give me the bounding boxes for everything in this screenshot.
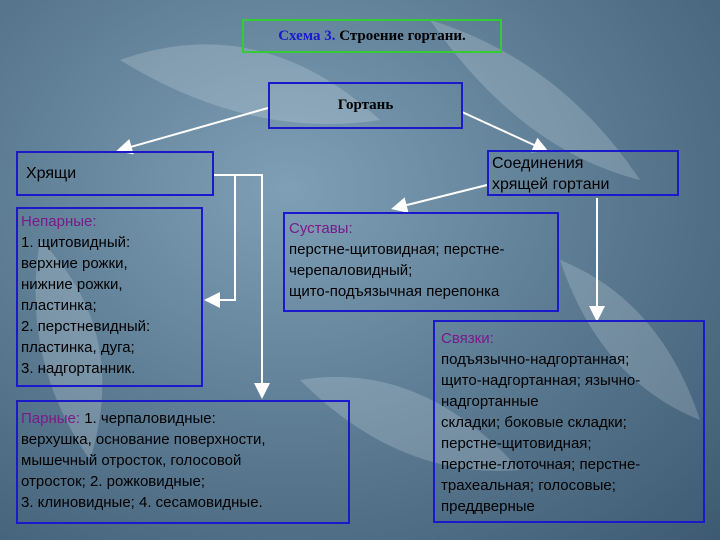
paired-first-line: 1. черпаловидные: xyxy=(80,410,216,427)
joints-label: Суставы: xyxy=(289,220,353,237)
unpaired-line: 3. надгортанник. xyxy=(21,360,136,377)
unpaired-line: нижние рожки, xyxy=(21,276,123,293)
paired-line: мышечный отросток, голосовой xyxy=(21,452,242,469)
ligaments-line: перстне-щитовидная; xyxy=(441,435,592,452)
cartilages-node: Хрящи xyxy=(16,151,214,196)
title-text: Строение гортани. xyxy=(335,28,466,44)
unpaired-line: 2. перстневидный: xyxy=(21,318,151,335)
root-node: Гортань xyxy=(268,82,463,129)
unpaired-line: 1. щитовидный: xyxy=(21,234,131,251)
ligaments-line: щито-надгортанная; язычно- xyxy=(441,372,641,389)
connections-node: Соединения хрящей гортани xyxy=(487,150,679,196)
root-label: Гортань xyxy=(337,97,394,113)
cartilages-header: Хрящи xyxy=(26,165,77,182)
ligaments-node: Связки: подъязычно-надгортанная; щито-на… xyxy=(433,320,705,523)
ligaments-line: надгортанные xyxy=(441,393,539,410)
ligaments-line: подъязычно-надгортанная; xyxy=(441,351,630,368)
unpaired-cartilages-node: Непарные: 1. щитовидный: верхние рожки, … xyxy=(16,207,203,387)
paired-cartilages-node: Парные: 1. черпаловидные: верхушка, осно… xyxy=(16,400,350,524)
arrow-cartilages-to-paired xyxy=(214,174,270,399)
ligaments-label: Связки: xyxy=(441,330,494,347)
paired-label: Парные: xyxy=(21,410,81,427)
unpaired-line: пластинка, дуга; xyxy=(21,339,135,356)
ligaments-line: трахеальная; голосовые; xyxy=(441,477,616,494)
unpaired-line: верхние рожки, xyxy=(21,255,128,272)
paired-line: 3. клиновидные; 4. сесамовидные. xyxy=(21,494,263,511)
arrow-connections-to-joints xyxy=(391,184,488,213)
diagram-title: Схема 3. Строение гортани. xyxy=(242,19,502,53)
paired-line: верхушка, основание поверхности, xyxy=(21,431,266,448)
arrow-root-to-connections xyxy=(461,111,549,153)
joints-line: перстне-щитовидная; перстне- xyxy=(289,241,505,258)
ligaments-line: преддверные xyxy=(441,498,535,515)
paired-line: отросток; 2. рожковидные; xyxy=(21,473,205,490)
joints-node: Суставы: перстне-щитовидная; перстне- че… xyxy=(283,212,559,312)
connections-header-line-1: Соединения xyxy=(492,155,584,172)
arrow-cartilages-to-unpaired xyxy=(204,175,236,308)
unpaired-line: пластинка; xyxy=(21,297,97,314)
unpaired-label: Непарные: xyxy=(21,213,97,230)
connections-header-line-2: хрящей гортани xyxy=(492,176,610,193)
joints-line: щито-подъязычная перепонка xyxy=(289,283,500,300)
ligaments-line: складки; боковые складки; xyxy=(441,414,627,431)
ligaments-line: перстне-глоточная; перстне- xyxy=(441,456,641,473)
arrow-root-to-cartilages xyxy=(116,107,269,155)
joints-line: черепаловидный; xyxy=(289,262,413,279)
title-prefix: Схема 3. xyxy=(278,28,336,44)
